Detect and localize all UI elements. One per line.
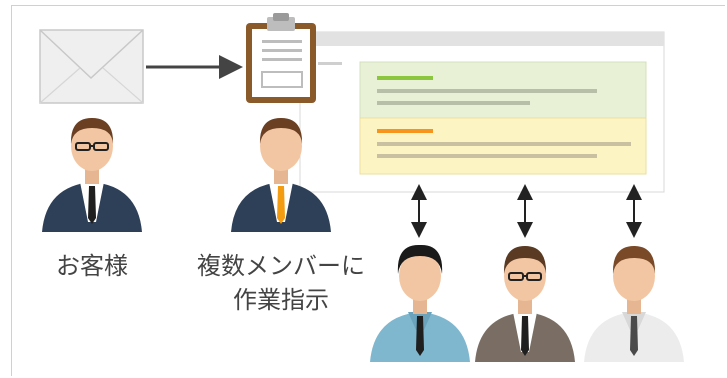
instruction-label-line1: 複数メンバーに [197,252,365,280]
clipboard-icon [246,13,316,103]
task-card-yellow [359,117,647,175]
customer-label: お客様 [56,252,128,280]
customer-person-icon [42,118,142,232]
instruction-label-line2: 作業指示 [233,286,329,314]
manager-person-icon [231,118,331,232]
member-person-icon [475,246,575,362]
envelope-icon [39,29,144,104]
diagram-frame [11,5,725,376]
task-card-green [359,61,647,119]
member-person-icon [370,244,470,362]
member-person-icon [584,246,684,362]
task-board [299,31,665,193]
